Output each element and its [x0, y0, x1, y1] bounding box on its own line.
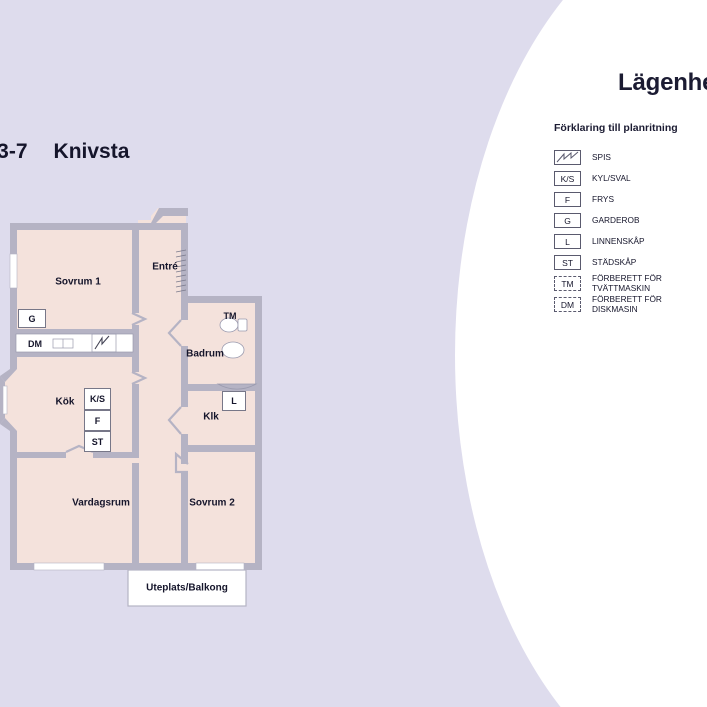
tag-linnenskap: L [222, 391, 246, 411]
legend-label: KYL/SVAL [592, 172, 631, 183]
doors [65, 312, 189, 474]
tag-tvattmaskin: TM [223, 311, 237, 321]
fridge-icon: K/S [554, 171, 581, 186]
legend: Förklaring till planritning SPIS K/S KYL… [554, 122, 704, 315]
legend-item-diskmaskin: DM FÖRBERETT FÖR DISKMASIN [554, 294, 704, 315]
tag-stadskap: ST [84, 431, 111, 452]
cleaning-icon: ST [554, 255, 581, 270]
kitchen-counter [15, 333, 134, 353]
wardrobe-icon: G [554, 213, 581, 228]
legend-label: FRYS [592, 193, 614, 204]
linen-closet-icon: L [554, 234, 581, 249]
floorplan-svg [0, 208, 262, 607]
address-street: gen 3-7 [0, 140, 28, 163]
washer-icon: TM [554, 276, 581, 291]
stove-icon [554, 150, 581, 165]
legend-item-linnenskap: L LINNENSKÅP [554, 231, 704, 252]
legend-label: FÖRBERETT FÖR TVÄTTMASKIN [592, 273, 662, 293]
entry-hatch [175, 249, 187, 293]
stove-glyph [556, 151, 579, 163]
legend-item-frys: F FRYS [554, 189, 704, 210]
tag-frys: F [84, 410, 111, 431]
legend-label: SPIS [592, 151, 611, 162]
balcony [127, 569, 247, 607]
legend-item-stadskap: ST STÄDSKÅP [554, 252, 704, 273]
legend-title: Förklaring till planritning [554, 122, 678, 134]
legend-item-spis: SPIS [554, 147, 704, 168]
tag-garderob: G [18, 309, 46, 328]
freezer-icon: F [554, 192, 581, 207]
dishwasher-icon: DM [554, 297, 581, 312]
legend-item-kylsval: K/S KYL/SVAL [554, 168, 704, 189]
legend-label: STÄDSKÅP [592, 256, 637, 267]
legend-label: LINNENSKÅP [592, 235, 645, 246]
legend-item-garderob: G GARDEROB [554, 210, 704, 231]
room-floors [4, 208, 258, 564]
address: gen 3-7 Knivsta [0, 140, 129, 164]
floorplan: Sovrum 1 Entré Badrum Kök Klk Vardagsrum… [0, 206, 270, 616]
tag-diskmaskin: DM [28, 339, 42, 349]
legend-item-tvattmaskin: TM FÖRBERETT FÖR TVÄTTMASKIN [554, 273, 704, 294]
tag-kylsval: K/S [84, 388, 111, 410]
balcony-label: Uteplats/Balkong [146, 582, 228, 594]
bathroom-fixtures [216, 317, 258, 390]
legend-label: GARDEROB [592, 214, 640, 225]
page-title: Lägenhet [618, 69, 707, 96]
white-panel-shape [455, 0, 707, 707]
address-city: Knivsta [53, 140, 130, 163]
legend-label: FÖRBERETT FÖR DISKMASIN [592, 294, 662, 314]
